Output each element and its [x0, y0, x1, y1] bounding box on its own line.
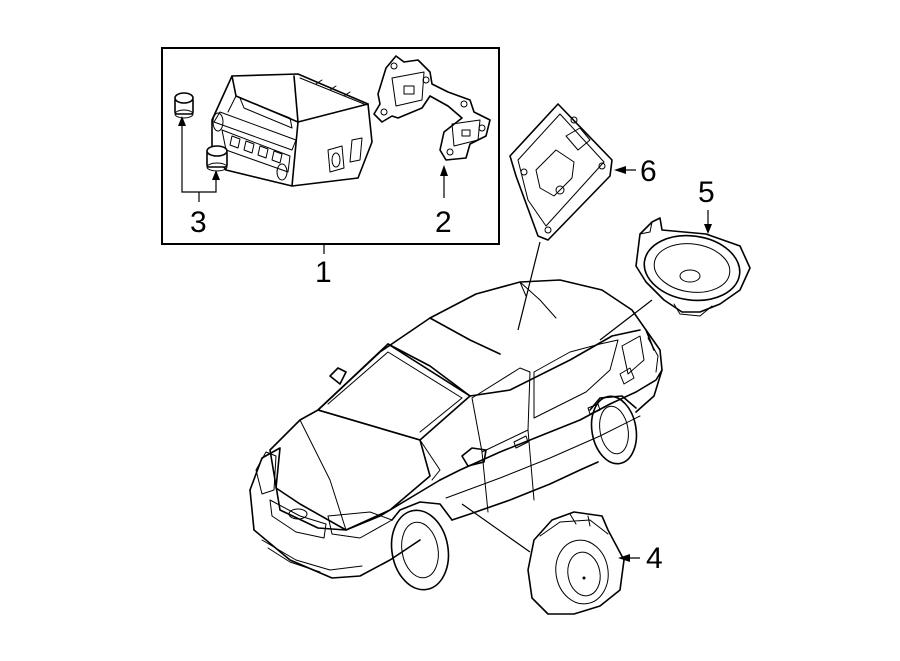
callout-4-leader — [618, 554, 640, 562]
callout-5: 5 — [698, 176, 715, 209]
amplifier-module — [509, 103, 613, 241]
knob-lower — [206, 145, 228, 172]
callout-6-leader — [614, 166, 636, 174]
amplifier-leader-line — [517, 241, 541, 331]
rear-shelf-speaker — [635, 217, 751, 317]
callout-5-leader — [704, 210, 712, 234]
car-body — [249, 279, 663, 591]
rear-speaker-leader-line — [599, 299, 653, 341]
callout-3: 3 — [190, 206, 207, 239]
mounting-bracket — [373, 55, 491, 161]
radio-group-box — [161, 47, 500, 245]
callout-3-leader — [178, 116, 220, 202]
callout-4: 4 — [646, 542, 663, 575]
callout-2-leader — [440, 165, 448, 198]
callout-1: 1 — [315, 256, 332, 289]
radio-head-unit — [211, 73, 373, 187]
door-speaker-leader-line — [461, 503, 531, 553]
knob-upper — [174, 92, 194, 119]
callout-6: 6 — [640, 155, 657, 188]
callout-2: 2 — [435, 206, 452, 239]
front-door-speaker — [527, 511, 625, 615]
